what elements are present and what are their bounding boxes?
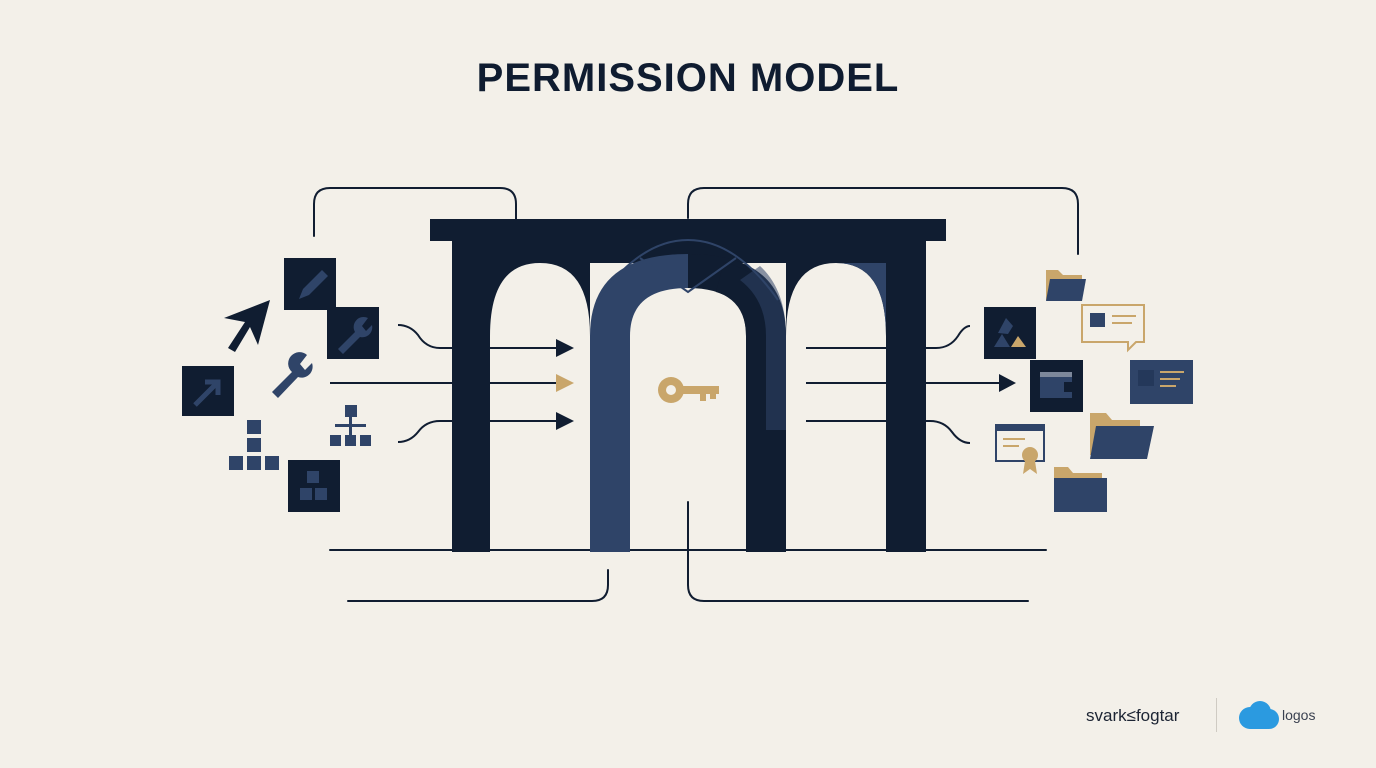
gate-lintel <box>430 219 946 241</box>
footer-divider <box>1216 698 1217 732</box>
left-flow-arrows <box>330 324 558 443</box>
cloud-logo-icon <box>1239 701 1279 729</box>
key-icon <box>658 377 719 403</box>
gate-right-pillar <box>886 263 926 552</box>
wrench-icon <box>272 352 313 398</box>
grid-blocks-icon <box>288 460 340 512</box>
flow-arrowhead-bottom <box>556 412 574 430</box>
gate-left-arch <box>452 263 490 552</box>
folder-icon <box>1054 467 1107 512</box>
folder-icon <box>1090 413 1154 459</box>
top-left-bracket-line <box>313 187 517 237</box>
id-card-icon <box>1130 360 1193 404</box>
footer-brand: svark≤fogtar <box>1086 706 1180 725</box>
gate-structure <box>430 219 946 552</box>
hierarchy-icon <box>330 405 371 446</box>
diagonal-arrow-icon <box>182 366 234 416</box>
flow-arrowhead-top <box>556 339 574 357</box>
connector-lines <box>313 187 1079 602</box>
top-right-bracket-line <box>687 187 1079 255</box>
pencil-icon <box>284 258 336 310</box>
page-title: PERMISSION MODEL <box>476 56 900 100</box>
bottom-right-bracket-line <box>687 501 1029 602</box>
out-line-top <box>806 325 971 349</box>
flow-line-bottom <box>397 420 558 443</box>
footer-logo-text: logos <box>1282 707 1316 723</box>
arrow-icon <box>224 300 270 352</box>
window-icon <box>1030 360 1083 412</box>
out-arrowhead-middle <box>999 374 1016 392</box>
shapes-icon <box>984 307 1036 359</box>
gate-inner-left-pillar <box>590 254 688 552</box>
flow-arrowhead-middle <box>556 374 574 392</box>
blocks-icon <box>229 420 279 470</box>
out-line-bottom <box>806 420 971 444</box>
certificate-icon <box>995 424 1045 474</box>
message-card-icon <box>1081 304 1145 353</box>
flow-line-top <box>397 324 558 349</box>
folder-icon <box>1046 270 1086 301</box>
bottom-left-bracket-line <box>347 569 609 602</box>
wrench-icon <box>327 307 379 359</box>
